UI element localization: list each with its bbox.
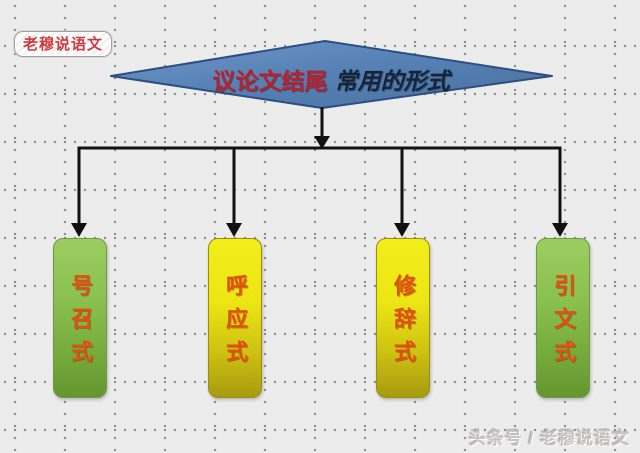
diamond-title-rest: 常用的形式	[334, 68, 450, 94]
drop-arrowhead-4-icon	[552, 223, 568, 237]
node-xiuci-label: 修辞式	[391, 274, 416, 373]
watermark-text: 头条号 / 老穆说语文	[468, 429, 630, 448]
node-yinwen: 引文式	[536, 238, 590, 398]
trunk-arrowhead-icon	[314, 136, 330, 149]
channel-badge-label: 老穆说语文	[23, 36, 104, 53]
drop-arrowhead-3-icon	[394, 223, 410, 237]
node-huying-label: 呼应式	[223, 274, 248, 373]
node-xiuci: 修辞式	[376, 238, 430, 398]
node-haozhao: 号召式	[53, 238, 107, 398]
diamond-title-highlight: 议论文结尾	[212, 68, 328, 94]
node-haozhao-label: 号召式	[68, 274, 93, 373]
diamond-title: 议论文结尾常用的形式	[116, 62, 546, 96]
node-yinwen-label: 引文式	[551, 274, 576, 373]
node-huying: 呼应式	[208, 238, 262, 398]
drop-arrowhead-1-icon	[71, 223, 87, 237]
channel-badge: 老穆说语文	[14, 31, 113, 57]
drop-arrowhead-2-icon	[226, 223, 242, 237]
